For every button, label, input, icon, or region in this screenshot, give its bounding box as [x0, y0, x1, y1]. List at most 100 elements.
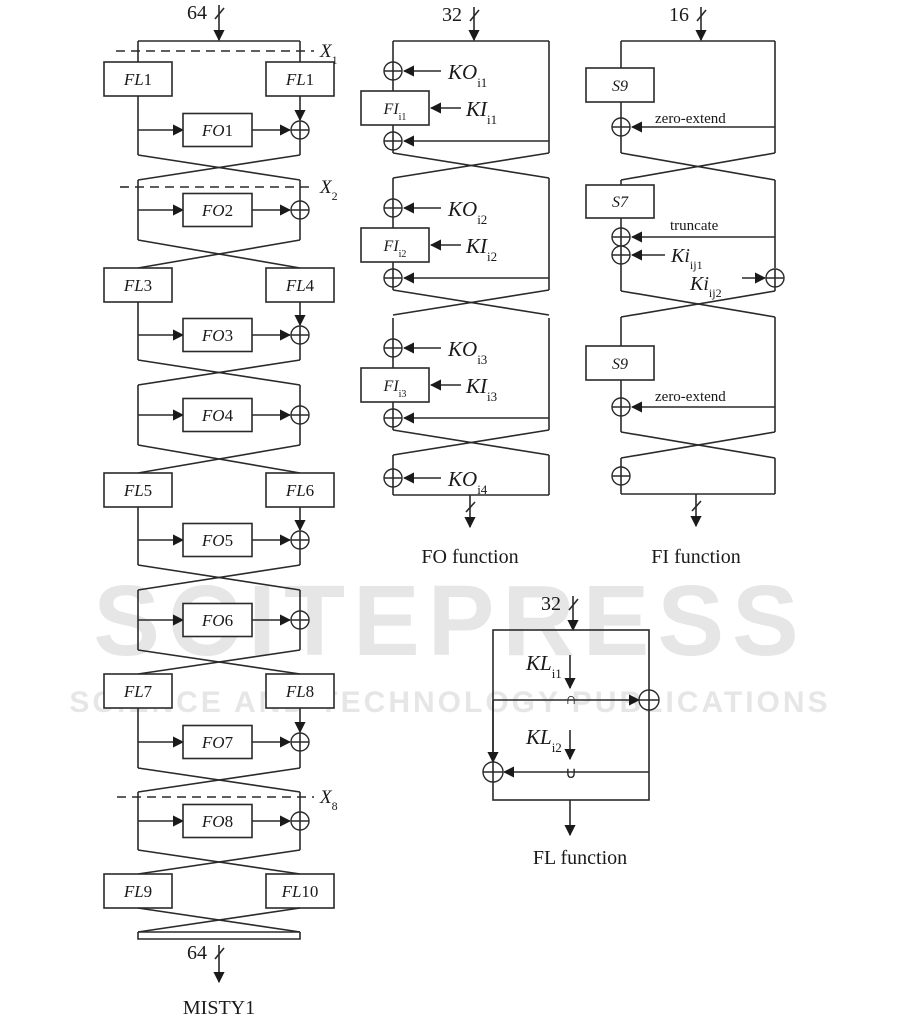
- fi-label: FIi3: [383, 378, 407, 400]
- label-part: FL: [285, 70, 306, 89]
- fo-output-slash: [465, 501, 476, 513]
- label-part: FO: [201, 201, 225, 220]
- label-subscript: i2: [487, 249, 497, 264]
- label-part: 32: [541, 593, 561, 615]
- label-part: KO: [447, 60, 477, 84]
- fi-swap: [620, 290, 776, 318]
- label-part: 32: [442, 4, 462, 26]
- fl-box-left: [103, 472, 173, 508]
- label-subscript: i4: [477, 482, 488, 497]
- swap-line: [137, 444, 301, 474]
- xor-icon: [611, 227, 631, 247]
- label-part: 7: [144, 682, 153, 701]
- fo-box: [182, 397, 253, 433]
- label-part: Ki: [670, 245, 690, 267]
- ki-ij1-label: Kiij1: [670, 245, 703, 272]
- xor-icon: [611, 117, 631, 137]
- xor-icon: [383, 408, 403, 428]
- fo-input-width-slash: [469, 9, 480, 22]
- fo-function-caption: FO function: [421, 546, 518, 568]
- label-part: 64: [187, 2, 207, 24]
- fl-label-right: FL1: [285, 70, 314, 89]
- fi-output-slash: [691, 500, 702, 512]
- ko4-key-label: KOi4: [447, 467, 488, 497]
- label-part: FL: [123, 481, 144, 500]
- s-box: [585, 184, 655, 219]
- s9-label-1: S9: [612, 78, 628, 95]
- label-part: FL: [123, 276, 144, 295]
- label-part: 6: [306, 481, 315, 500]
- round-marker-label: X1: [319, 41, 338, 67]
- fi-swap: [620, 431, 776, 459]
- label-part: 8: [225, 812, 234, 831]
- fl-box-left: [103, 673, 173, 709]
- fl-label-right: FL6: [285, 481, 314, 500]
- xor-icon: [383, 338, 403, 358]
- label-part: X: [319, 41, 333, 62]
- zero-extend-label-2: zero-extend: [655, 389, 726, 405]
- xor-icon: [482, 761, 504, 783]
- fi-label: FIi1: [383, 101, 407, 123]
- round-marker-label: X8: [319, 787, 338, 813]
- label-part: Ki: [689, 273, 709, 295]
- ko-key-label: KOi3: [447, 337, 487, 367]
- misty1-caption: MISTY1: [183, 997, 255, 1019]
- label-part: FL: [123, 882, 144, 901]
- label-part: 1: [225, 121, 234, 140]
- label-part: FI: [383, 238, 400, 255]
- s-box: [585, 345, 655, 381]
- kl-i1-label: KLi1: [525, 651, 562, 681]
- fl-box-left: [103, 267, 173, 303]
- fo-box: [182, 803, 253, 839]
- fo-label: FO7: [201, 733, 234, 752]
- xor-icon: [611, 466, 631, 486]
- label-part: 1: [144, 70, 153, 89]
- misty-output-label: 64: [187, 942, 207, 964]
- label-part: 4: [225, 406, 234, 425]
- fi-box: [360, 90, 430, 126]
- label-part: KO: [447, 337, 477, 361]
- ki-ij2-label: Kiij2: [689, 273, 722, 300]
- s9-label-2: S9: [612, 356, 628, 373]
- swap-line: [137, 907, 301, 933]
- swap-line: [137, 849, 301, 875]
- label-part: 1: [306, 70, 315, 89]
- label-part: S9: [612, 356, 628, 373]
- fo-label: FO5: [201, 531, 233, 550]
- s-box: [585, 67, 655, 103]
- label-part: 2: [225, 201, 234, 220]
- fl-function-caption: FL function: [533, 847, 627, 869]
- fo-swap: [392, 429, 550, 456]
- fo-label: FO6: [201, 611, 233, 630]
- fi-box: [360, 227, 430, 263]
- fo-input-label: 32: [442, 4, 462, 26]
- label-subscript: 2: [332, 189, 338, 203]
- xor-icon: [383, 61, 403, 81]
- fi-function-caption: FI function: [651, 546, 740, 568]
- misty-input-width-slash: [214, 7, 225, 20]
- watermark-sub: SCIENCE AND TECHNOLOGY PUBLICATIONS: [69, 686, 830, 719]
- label-part: S7: [612, 194, 629, 211]
- xor-icon: [611, 397, 631, 417]
- label-part: 4: [306, 276, 315, 295]
- label-part: KI: [465, 374, 488, 398]
- label-part: FO: [201, 733, 225, 752]
- label-part: 8: [306, 682, 315, 701]
- label-part: 6: [225, 611, 234, 630]
- label-part: ∪: [565, 765, 577, 782]
- fi-input-width-slash: [696, 9, 707, 22]
- xor-icon: [383, 198, 403, 218]
- xor-icon: [290, 732, 310, 752]
- fi-label: FIi2: [383, 238, 407, 260]
- fl-label-left: FL7: [123, 682, 153, 701]
- label-part: FO function: [421, 546, 518, 568]
- label-subscript: i2: [552, 740, 562, 755]
- fi-input-label: 16: [669, 4, 689, 26]
- label-part: zero-extend: [655, 389, 726, 405]
- misty-input-label: 64: [187, 2, 207, 24]
- label-subscript: i1: [477, 75, 487, 90]
